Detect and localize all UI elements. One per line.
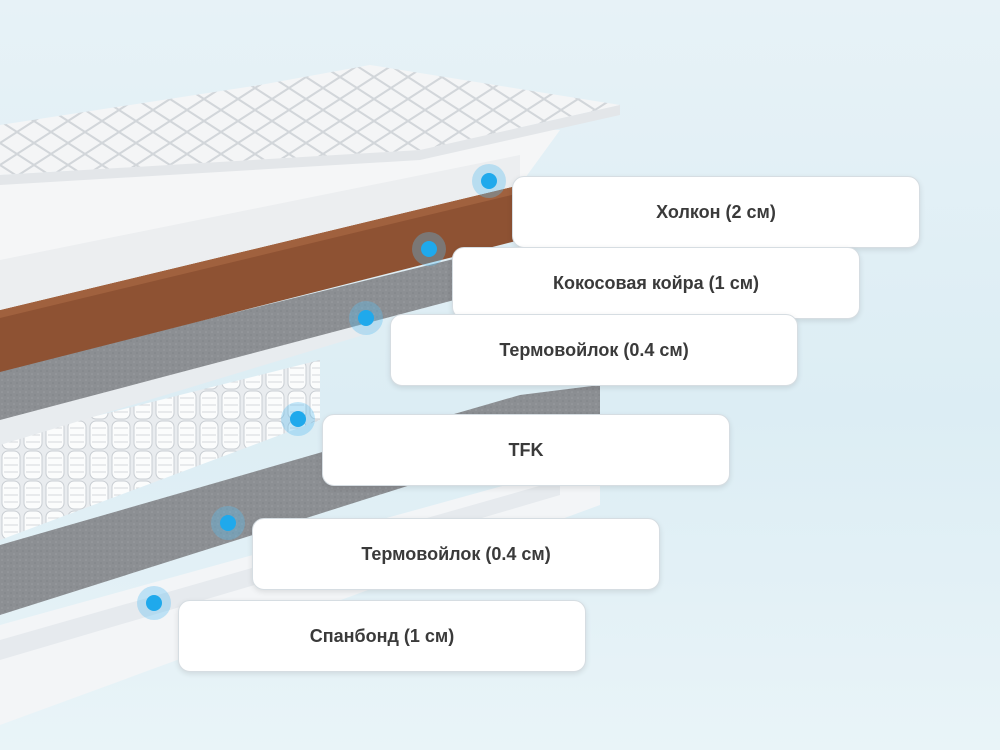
layer-marker-icon[interactable] [137, 586, 171, 620]
layer-coconut-coir [0, 185, 520, 372]
layer-marker-icon[interactable] [349, 301, 383, 335]
layer-marker-icon[interactable] [211, 506, 245, 540]
label-tfk: TFK [322, 414, 730, 486]
label-thermofelt-bottom: Термовойлок (0.4 см) [252, 518, 660, 590]
layer-marker-icon[interactable] [412, 232, 446, 266]
label-coconut-coir: Кокосовая койра (1 см) [452, 247, 860, 319]
layer-quilted-top [0, 65, 620, 185]
label-spunbond: Спанбонд (1 см) [178, 600, 586, 672]
label-holcon: Холкон (2 см) [512, 176, 920, 248]
layer-thermofelt-top [0, 245, 530, 420]
layer-marker-icon[interactable] [281, 402, 315, 436]
label-thermofelt-top: Термовойлок (0.4 см) [390, 314, 798, 386]
layer-marker-icon[interactable] [472, 164, 506, 198]
